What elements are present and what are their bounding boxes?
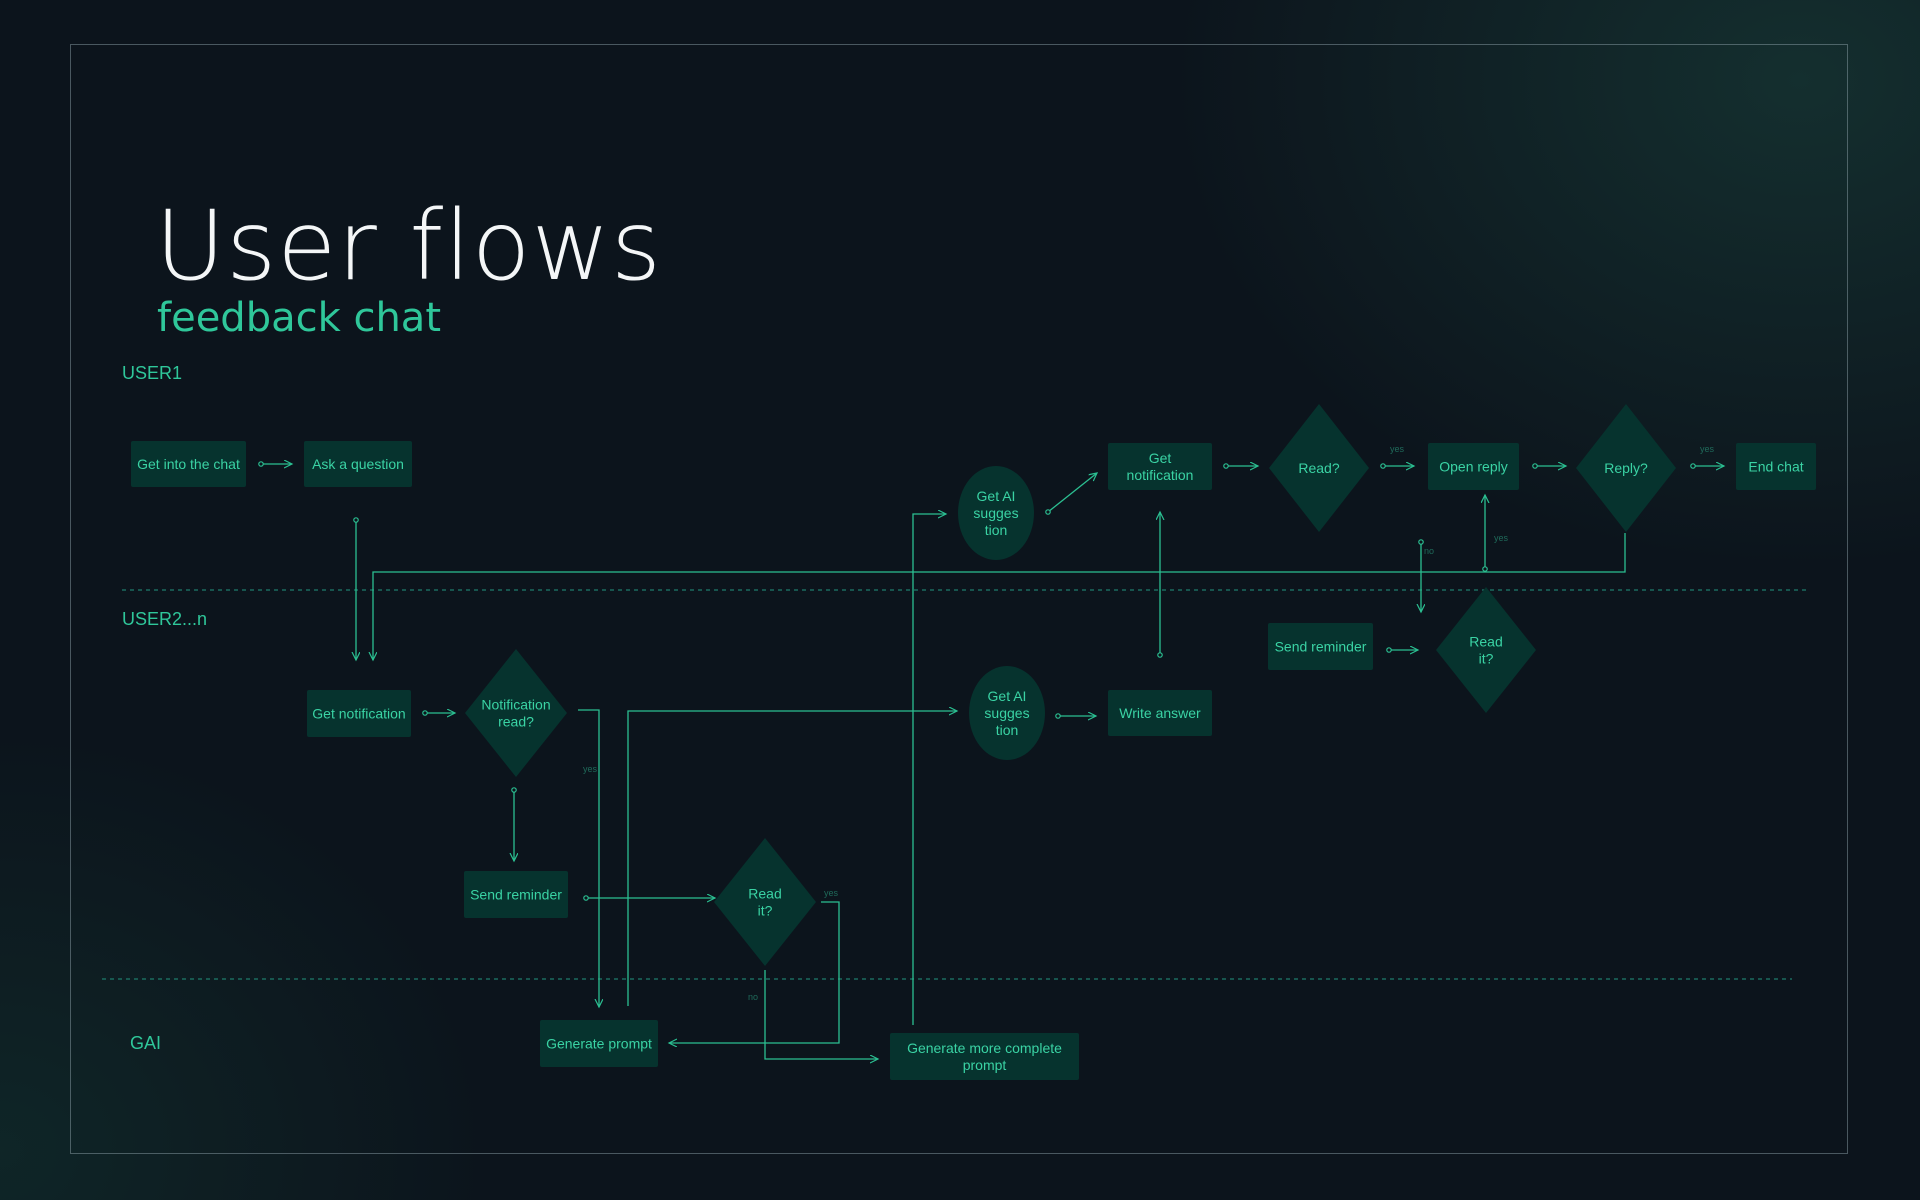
- edge-read-it-no-to-generate-more: [764, 970, 878, 1059]
- node-shape: [1268, 623, 1373, 670]
- node-shape: [714, 838, 816, 966]
- node-get-into-chat: Get into the chat: [131, 441, 246, 487]
- node-shape: [1108, 443, 1212, 490]
- node-write-answer: Write answer: [1108, 690, 1212, 736]
- label-yes-reply: yes: [1700, 444, 1715, 454]
- canvas-frame: [70, 44, 1848, 1154]
- node-label: Ask a question: [312, 456, 404, 472]
- node-shape: [540, 1020, 658, 1067]
- node-label: Generate prompt: [546, 1036, 652, 1052]
- node-reply: Reply?: [1576, 404, 1676, 532]
- node-shape: [890, 1033, 1079, 1080]
- node-label: Reply?: [1604, 460, 1648, 476]
- edge-reply-no-to-notification: [373, 533, 1626, 660]
- node-shape: [969, 666, 1045, 760]
- node-generate-prompt: Generate prompt: [540, 1020, 658, 1067]
- node-shape: [307, 690, 411, 737]
- node-shape: [464, 871, 568, 918]
- label-yes-read-it: yes: [824, 888, 839, 898]
- node-send-reminder-mid: Send reminder: [464, 871, 568, 918]
- node-shape: [304, 441, 412, 487]
- node-shape: [1428, 443, 1519, 490]
- node-shape: [1576, 404, 1676, 532]
- node-label: Get notification: [312, 706, 405, 722]
- node-shape: [1436, 587, 1536, 713]
- label-yes-open-reply: yes: [1494, 533, 1509, 543]
- node-shape: [465, 649, 567, 777]
- node-get-notification-mid: Get notification: [307, 690, 411, 737]
- node-label: Read?: [1298, 460, 1339, 476]
- edge-read-yes-to-generate-prompt: [578, 709, 599, 1007]
- node-label: End chat: [1748, 459, 1803, 475]
- edge-start-dots: [258, 461, 1696, 901]
- page-subtitle: feedback chat: [157, 295, 442, 341]
- node-label: Send reminder: [1275, 639, 1367, 655]
- node-label: Write answer: [1119, 705, 1201, 721]
- edge-ai-to-notification-top: [1047, 473, 1097, 513]
- page-title: User flows: [155, 190, 663, 302]
- edge-labels: yes yes yes no yes yes no: [583, 444, 1715, 1002]
- node-ask-question: Ask a question: [304, 441, 412, 487]
- node-label: Get into the chat: [137, 456, 240, 472]
- node-shape: [131, 441, 246, 487]
- node-open-reply: Open reply: [1428, 443, 1519, 490]
- label-yes-read-top: yes: [1390, 444, 1405, 454]
- node-label: Open reply: [1439, 459, 1507, 475]
- node-shape: [1108, 690, 1212, 736]
- lane-label-gai: GAI: [130, 1033, 162, 1053]
- lane-label-user1: USER1: [122, 363, 183, 383]
- node-label: Send reminder: [470, 887, 562, 903]
- node-shape: [1736, 443, 1816, 490]
- node-end-chat: End chat: [1736, 443, 1816, 490]
- node-shape: [958, 466, 1034, 560]
- node-send-reminder-right: Send reminder: [1268, 623, 1373, 670]
- edge-generate-prompt-to-ai-mid: [627, 711, 957, 1006]
- label-yes-notification-read: yes: [583, 764, 598, 774]
- lane-label-user2: USER2...n: [122, 609, 208, 629]
- flow-edges: [259, 464, 1724, 1059]
- label-no-read-it: no: [748, 992, 758, 1002]
- edge-read-it-yes-to-generate-prompt: [669, 901, 840, 1043]
- edge-generate-more-to-ai-top: [912, 514, 946, 1025]
- node-shape: [1269, 404, 1369, 532]
- node-read-top: Read?: [1269, 404, 1369, 532]
- label-no-reminder-right: no: [1424, 546, 1434, 556]
